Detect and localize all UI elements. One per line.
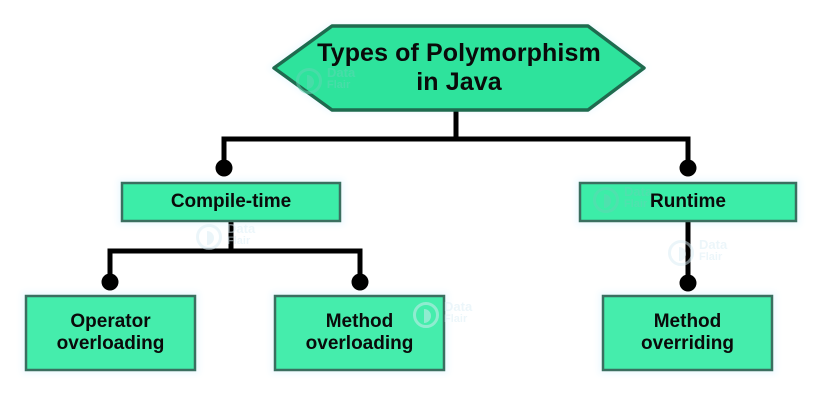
junction-dot-operator-overloading (101, 273, 119, 291)
node-shape-root (272, 24, 646, 112)
node-shape-runtime (578, 181, 798, 223)
node-shape-operator-overloading (24, 294, 197, 372)
junction-dot-compile-time (215, 159, 233, 177)
node-shape-layer (24, 24, 798, 372)
junction-dot-runtime (679, 159, 697, 177)
node-shape-method-overriding (601, 294, 774, 372)
junction-dot-method-overriding (679, 274, 697, 292)
junction-dot-layer (101, 159, 697, 292)
node-shape-compile-time (120, 181, 342, 223)
junction-dot-method-overloading (351, 273, 369, 291)
node-shape-method-overloading (273, 294, 446, 372)
